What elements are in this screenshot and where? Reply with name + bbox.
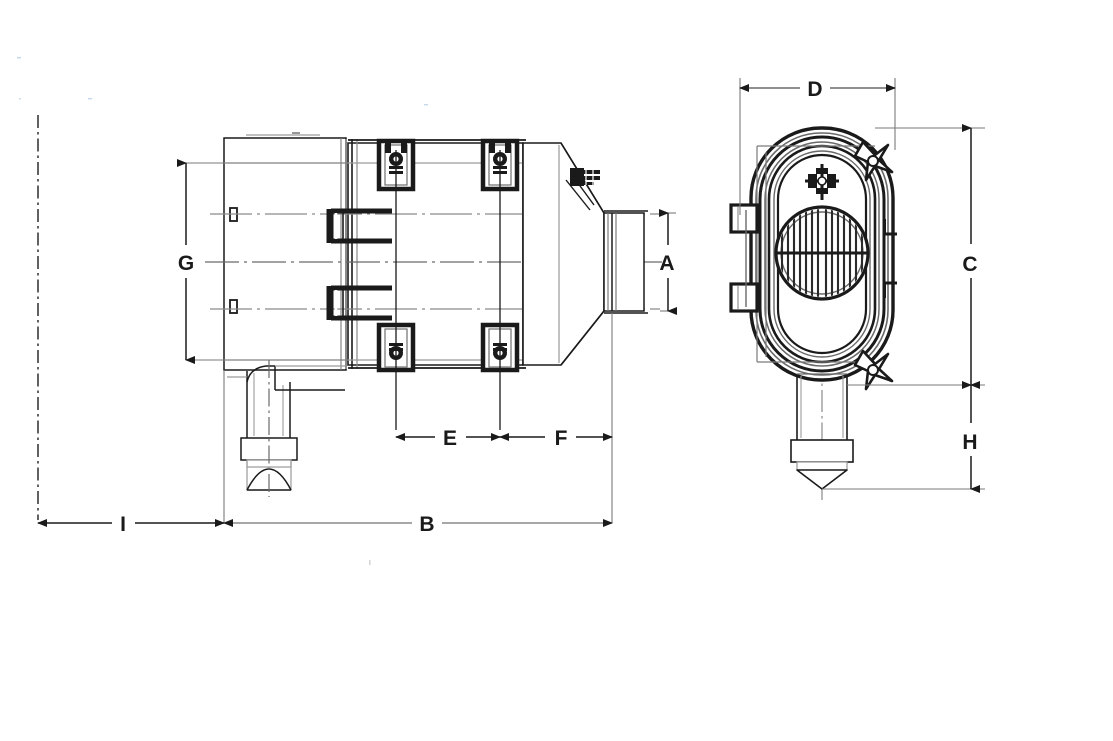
- dimension-label-I: I: [120, 513, 126, 536]
- vacuator-indicator-port: [565, 168, 600, 211]
- latch-clip-lower: [326, 285, 392, 321]
- wing-nut-lower: [853, 349, 894, 391]
- dimension-label-C: C: [962, 253, 977, 276]
- dimension-B: B: [223, 513, 613, 536]
- dimension-label-G: G: [178, 252, 194, 275]
- end-cap: [223, 132, 347, 371]
- outlet-tube: [603, 210, 648, 314]
- side-bracket-right-upper: [884, 219, 897, 236]
- dimension-label-E: E: [443, 427, 457, 450]
- side-bracket-right-lower: [884, 281, 897, 298]
- side-bracket-lower: [729, 282, 759, 313]
- side-bracket-upper: [729, 203, 759, 234]
- wing-nut-upper: [853, 140, 894, 182]
- inlet-elbow: [227, 365, 345, 438]
- dimension-I: I: [37, 513, 225, 536]
- dimension-D: D: [739, 78, 896, 101]
- dimension-label-B: B: [419, 513, 434, 536]
- grille-screen: [774, 205, 870, 301]
- dimension-label-D: D: [807, 78, 822, 101]
- dimension-label-A: A: [659, 252, 674, 275]
- latch-clip-upper: [326, 208, 392, 244]
- front-view: D C H: [729, 78, 985, 500]
- faint-artifacts: [17, 57, 428, 565]
- inner-frame-lines: [756, 145, 875, 363]
- side-view: G A E F B: [37, 115, 677, 536]
- band-centerlines: [395, 150, 501, 430]
- dimension-label-H: H: [962, 431, 977, 454]
- dimension-H: H: [962, 381, 980, 493]
- drain-tube: [796, 373, 848, 440]
- dimension-label-F: F: [555, 427, 568, 450]
- dimension-E-F: E F: [395, 427, 613, 450]
- dimension-A: A: [659, 209, 677, 315]
- dimension-C: C: [962, 124, 980, 389]
- dimension-G: G: [177, 159, 195, 364]
- cross-fitting: [805, 164, 839, 200]
- drain-valve-cone: [790, 439, 854, 490]
